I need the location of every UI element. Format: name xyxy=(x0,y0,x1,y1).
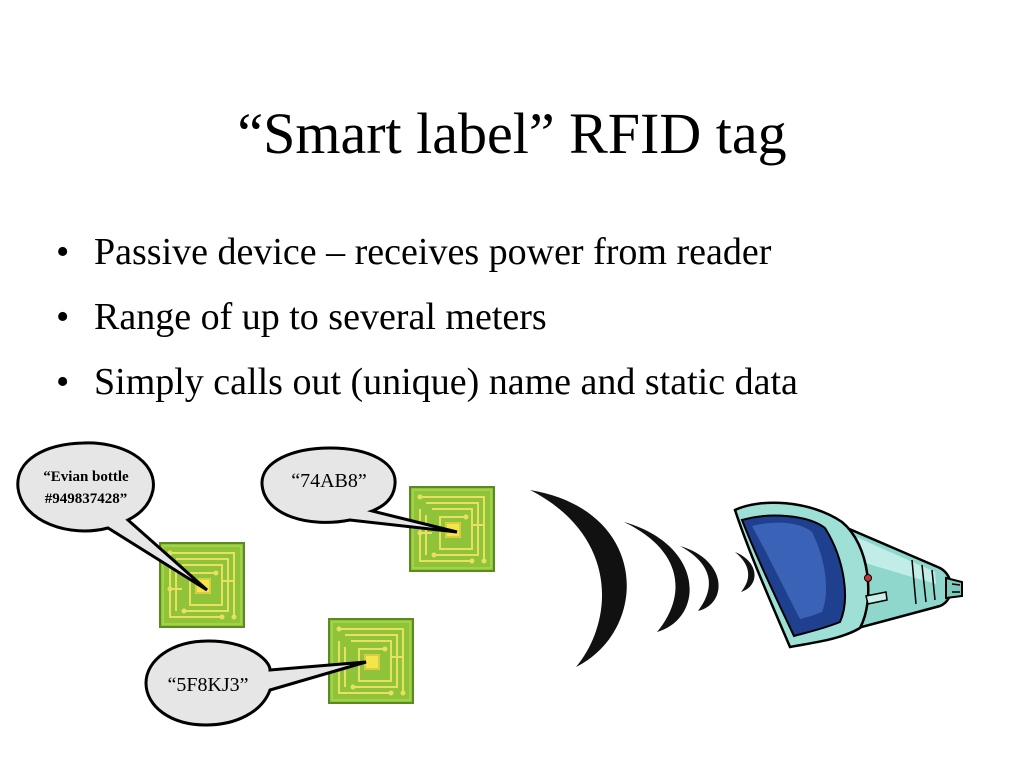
bullet-text: Simply calls out (unique) name and stati… xyxy=(94,361,798,403)
bullet-list: • Passive device – receives power from r… xyxy=(56,230,798,425)
bubble-text: “5F8KJ3” xyxy=(167,674,248,696)
speech-bubble-5f8kj3: “5F8KJ3” xyxy=(144,639,367,727)
radio-wave-icon xyxy=(530,490,755,667)
bubble-text: #949837428” xyxy=(45,491,128,507)
bullet-text: Passive device – receives power from rea… xyxy=(94,231,772,273)
bullet-text: Range of up to several meters xyxy=(94,296,547,338)
bubble-text: “74AB8” xyxy=(291,470,367,492)
bullet-dot: • xyxy=(56,231,70,273)
bullet-item: • Passive device – receives power from r… xyxy=(56,230,798,274)
bullet-dot: • xyxy=(56,296,70,338)
bullet-item: • Range of up to several meters xyxy=(56,295,798,339)
bullet-dot: • xyxy=(56,361,70,403)
slide-title: “Smart label” RFID tag xyxy=(237,101,787,166)
rfid-reader-icon xyxy=(733,501,963,649)
speech-bubble-evian: “Evian bottle #949837428” xyxy=(16,441,208,592)
bubble-text: “Evian bottle xyxy=(43,469,129,485)
rfid-chip-icon xyxy=(328,618,414,704)
speech-bubble-74ab8: “74AB8” xyxy=(260,446,458,534)
bullet-item: • Simply calls out (unique) name and sta… xyxy=(56,360,798,404)
